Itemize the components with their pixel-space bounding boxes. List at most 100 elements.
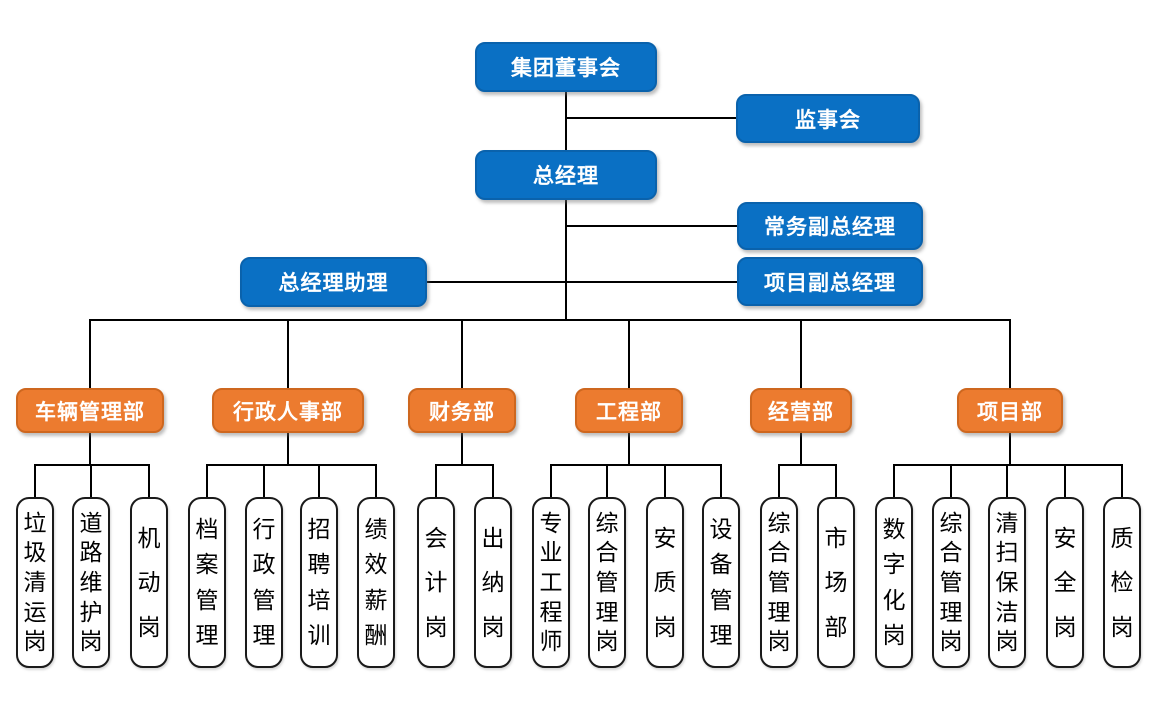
executive-deputy-gm-box: 常务副总经理 (737, 202, 923, 250)
connector-line (565, 200, 567, 320)
project-deputy-gm-box: 项目副总经理 (737, 257, 923, 306)
connector-line (89, 433, 91, 465)
connector-line (427, 281, 566, 283)
connector-line (566, 281, 737, 283)
connector-line (800, 320, 802, 388)
connector-line (1009, 320, 1011, 388)
supervisory-board-box: 监事会 (736, 94, 920, 143)
executive-deputy-gm-label: 常务副总经理 (764, 216, 896, 239)
department-label: 行政人事部 (233, 400, 343, 424)
connector-line (1009, 433, 1011, 465)
position-label: 数字化岗 (882, 516, 906, 649)
connector-line (287, 320, 289, 388)
general-manager-box: 总经理 (475, 150, 657, 200)
department-box: 行政人事部 (212, 388, 364, 433)
connector-line (375, 465, 377, 497)
supervisory-board-label: 监事会 (795, 108, 861, 132)
connector-line (1006, 465, 1008, 497)
position-label: 设备管理 (709, 516, 733, 649)
position-label: 质检岗 (1110, 525, 1134, 640)
connector-line (89, 320, 91, 388)
position-label: 专业工程师 (539, 510, 563, 655)
connector-line (778, 465, 780, 497)
position-box: 专业工程师 (532, 497, 570, 668)
connector-line (206, 465, 208, 497)
position-box: 行政管理 (245, 497, 283, 668)
position-label: 道路维护岗 (79, 510, 103, 655)
position-box: 绩效薪酬 (357, 497, 395, 668)
connector-line (628, 433, 630, 465)
gm-assistant-label: 总经理助理 (278, 272, 389, 295)
connector-line (492, 465, 494, 497)
position-label: 安全岗 (1053, 525, 1077, 640)
position-box: 会计岗 (417, 497, 455, 668)
department-box: 财务部 (408, 388, 516, 433)
connector-line (34, 464, 150, 466)
position-label: 机动岗 (137, 525, 161, 640)
position-label: 垃圾清运岗 (23, 510, 47, 655)
connector-line (318, 465, 320, 497)
connector-line (835, 465, 837, 497)
connector-line (950, 465, 952, 497)
position-box: 道路维护岗 (72, 497, 110, 668)
department-label: 财务部 (429, 400, 495, 424)
department-label: 项目部 (977, 400, 1043, 424)
position-label: 行政管理 (252, 516, 276, 649)
department-label: 车辆管理部 (35, 400, 145, 424)
connector-line (206, 464, 377, 466)
department-label: 工程部 (596, 400, 662, 424)
connector-line (628, 320, 630, 388)
position-box: 市场部 (817, 497, 855, 668)
connector-line (1064, 465, 1066, 497)
board-of-directors-label: 集团董事会 (511, 57, 621, 80)
gm-assistant-box: 总经理助理 (240, 257, 427, 307)
connector-line (550, 464, 722, 466)
connector-line (720, 465, 722, 497)
general-manager-label: 总经理 (533, 165, 599, 188)
connector-line (800, 433, 802, 465)
connector-line (34, 465, 36, 497)
connector-line (565, 92, 567, 150)
project-deputy-gm-label: 项目副总经理 (764, 271, 896, 295)
position-label: 会计岗 (424, 525, 448, 640)
connector-line (90, 465, 92, 497)
connector-line (893, 464, 1123, 466)
position-box: 档案管理 (188, 497, 226, 668)
board-of-directors-box: 集团董事会 (475, 42, 657, 92)
position-label: 清扫保洁岗 (995, 510, 1019, 655)
connector-line (435, 464, 494, 466)
position-box: 质检岗 (1103, 497, 1141, 668)
position-label: 市场部 (824, 525, 848, 640)
connector-line (148, 465, 150, 497)
position-box: 数字化岗 (875, 497, 913, 668)
connector-line (435, 465, 437, 497)
position-label: 档案管理 (195, 516, 219, 649)
connector-line (461, 433, 463, 465)
position-label: 安质岗 (653, 525, 677, 640)
position-box: 综合管理岗 (588, 497, 626, 668)
position-label: 招聘培训 (307, 516, 331, 649)
connector-line (566, 117, 736, 119)
connector-line (566, 225, 737, 227)
position-box: 出纳岗 (474, 497, 512, 668)
position-box: 设备管理 (702, 497, 740, 668)
department-box: 经营部 (750, 388, 852, 433)
position-label: 绩效薪酬 (364, 516, 388, 649)
connector-line (778, 464, 837, 466)
department-box: 项目部 (957, 388, 1063, 433)
connector-line (1121, 465, 1123, 497)
position-label: 综合管理岗 (595, 510, 619, 655)
position-box: 垃圾清运岗 (16, 497, 54, 668)
position-box: 综合管理岗 (932, 497, 970, 668)
connector-line (664, 465, 666, 497)
position-box: 综合管理岗 (760, 497, 798, 668)
connector-line (893, 465, 895, 497)
connector-line (606, 465, 608, 497)
position-box: 清扫保洁岗 (988, 497, 1026, 668)
position-box: 机动岗 (130, 497, 168, 668)
position-box: 招聘培训 (300, 497, 338, 668)
department-box: 车辆管理部 (16, 388, 164, 433)
position-label: 综合管理岗 (939, 510, 963, 655)
position-label: 综合管理岗 (767, 510, 791, 655)
